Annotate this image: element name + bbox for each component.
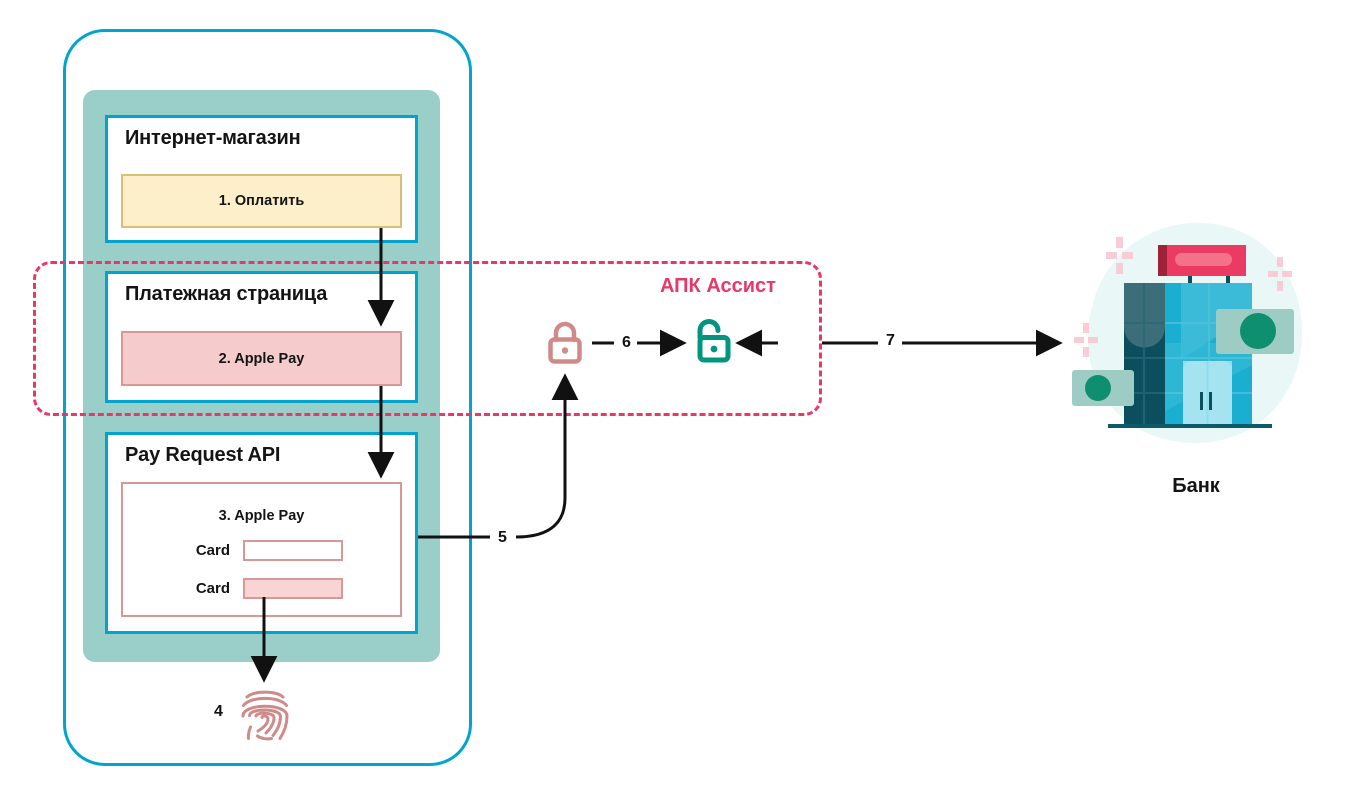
pay-button[interactable]: 1. Оплатить xyxy=(121,174,402,228)
apple-pay-sheet: 3. Apple Pay Card Card xyxy=(121,482,402,617)
card-field-row-1: Card xyxy=(123,540,400,561)
step-label-7: 7 xyxy=(886,332,895,349)
fingerprint-icon xyxy=(241,690,289,741)
apple-pay-button[interactable]: 2. Apple Pay xyxy=(121,331,402,386)
money-note-right xyxy=(1216,309,1294,354)
card-field-label-2: Card xyxy=(195,580,230,597)
card-field-row-2: Card xyxy=(123,578,400,599)
apple-pay-sheet-title: 3. Apple Pay xyxy=(218,508,305,524)
bank-label: Банк xyxy=(1172,475,1220,497)
assist-boundary xyxy=(33,261,822,416)
card-field-input-2[interactable] xyxy=(243,578,343,599)
card-title-pay-request-api: Pay Request API xyxy=(125,444,281,466)
step-label-5: 5 xyxy=(498,529,507,546)
card-title-shop: Интернет-магазин xyxy=(125,127,301,149)
step-label-6: 6 xyxy=(622,334,631,351)
lock-open-icon xyxy=(697,319,731,363)
card-field-input-1[interactable] xyxy=(243,540,343,561)
sparkle-icon xyxy=(1074,237,1292,357)
step-label-4: 4 xyxy=(214,703,223,720)
card-field-label-1: Card xyxy=(195,542,230,559)
assist-label: АПК Ассист xyxy=(660,275,776,297)
card-title-payment-page: Платежная страница xyxy=(125,283,328,305)
money-note-left xyxy=(1072,370,1134,406)
lock-closed-icon xyxy=(548,321,582,364)
bank-building-icon xyxy=(1072,223,1302,443)
